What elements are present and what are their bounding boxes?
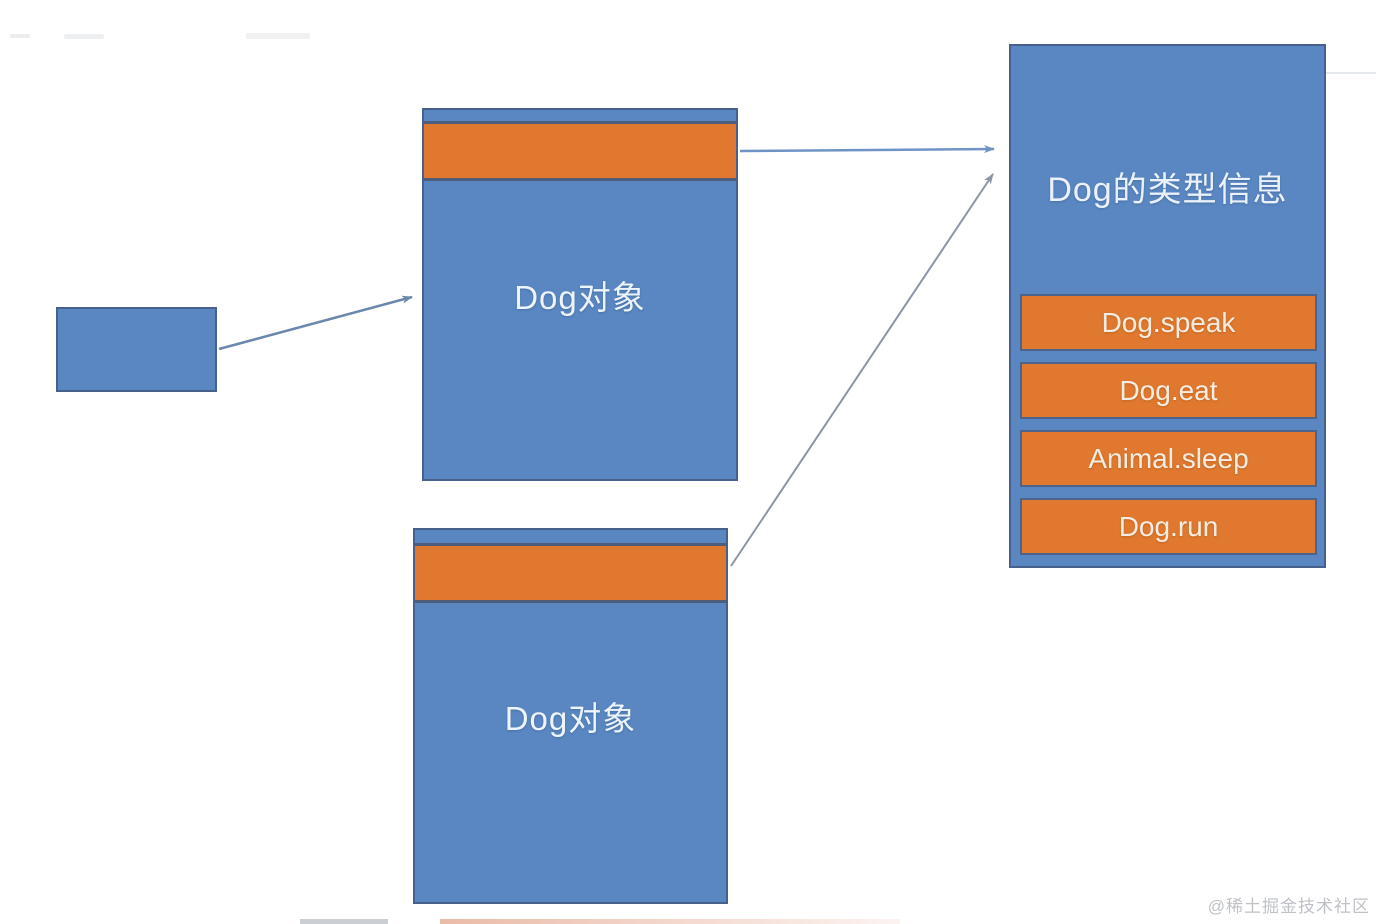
dog-object-box-top: Dog对象	[422, 108, 738, 481]
type-info-title-wrap: Dog的类型信息	[1011, 46, 1324, 326]
pointer-variable-box	[56, 307, 217, 392]
arrow-top-object-to-type-info	[739, 145, 995, 154]
arrow-pointer-to-top-object	[218, 295, 413, 351]
dog-object-label-bottom: Dog对象	[504, 700, 637, 737]
artifact-smudge	[64, 34, 104, 39]
dog-object-label-top: Dog对象	[514, 278, 646, 316]
method-slot-dog-run: Dog.run	[1020, 498, 1317, 555]
watermark: @稀土掘金技术社区	[1207, 897, 1370, 916]
type-pointer-band-bottom	[415, 543, 726, 603]
artifact-line	[1326, 72, 1376, 74]
artifact-smudge	[10, 34, 30, 38]
type-info-box: Dog的类型信息 Dog.speak Dog.eat Animal.sleep …	[1009, 44, 1326, 568]
dog-object-box-bottom: Dog对象	[413, 528, 728, 904]
arrow-bottom-object-to-type-info	[730, 173, 994, 567]
artifact-strip-gray	[300, 919, 388, 924]
artifact-strip-orange	[440, 919, 900, 924]
method-slot-dog-speak: Dog.speak	[1020, 294, 1317, 351]
type-info-title: Dog的类型信息	[1047, 170, 1288, 209]
method-slot-dog-eat: Dog.eat	[1020, 362, 1317, 419]
method-slot-animal-sleep: Animal.sleep	[1020, 430, 1317, 487]
method-slot-list: Dog.speak Dog.eat Animal.sleep Dog.run	[1020, 294, 1317, 566]
artifact-smudge	[246, 33, 310, 39]
type-pointer-band-top	[424, 121, 736, 181]
